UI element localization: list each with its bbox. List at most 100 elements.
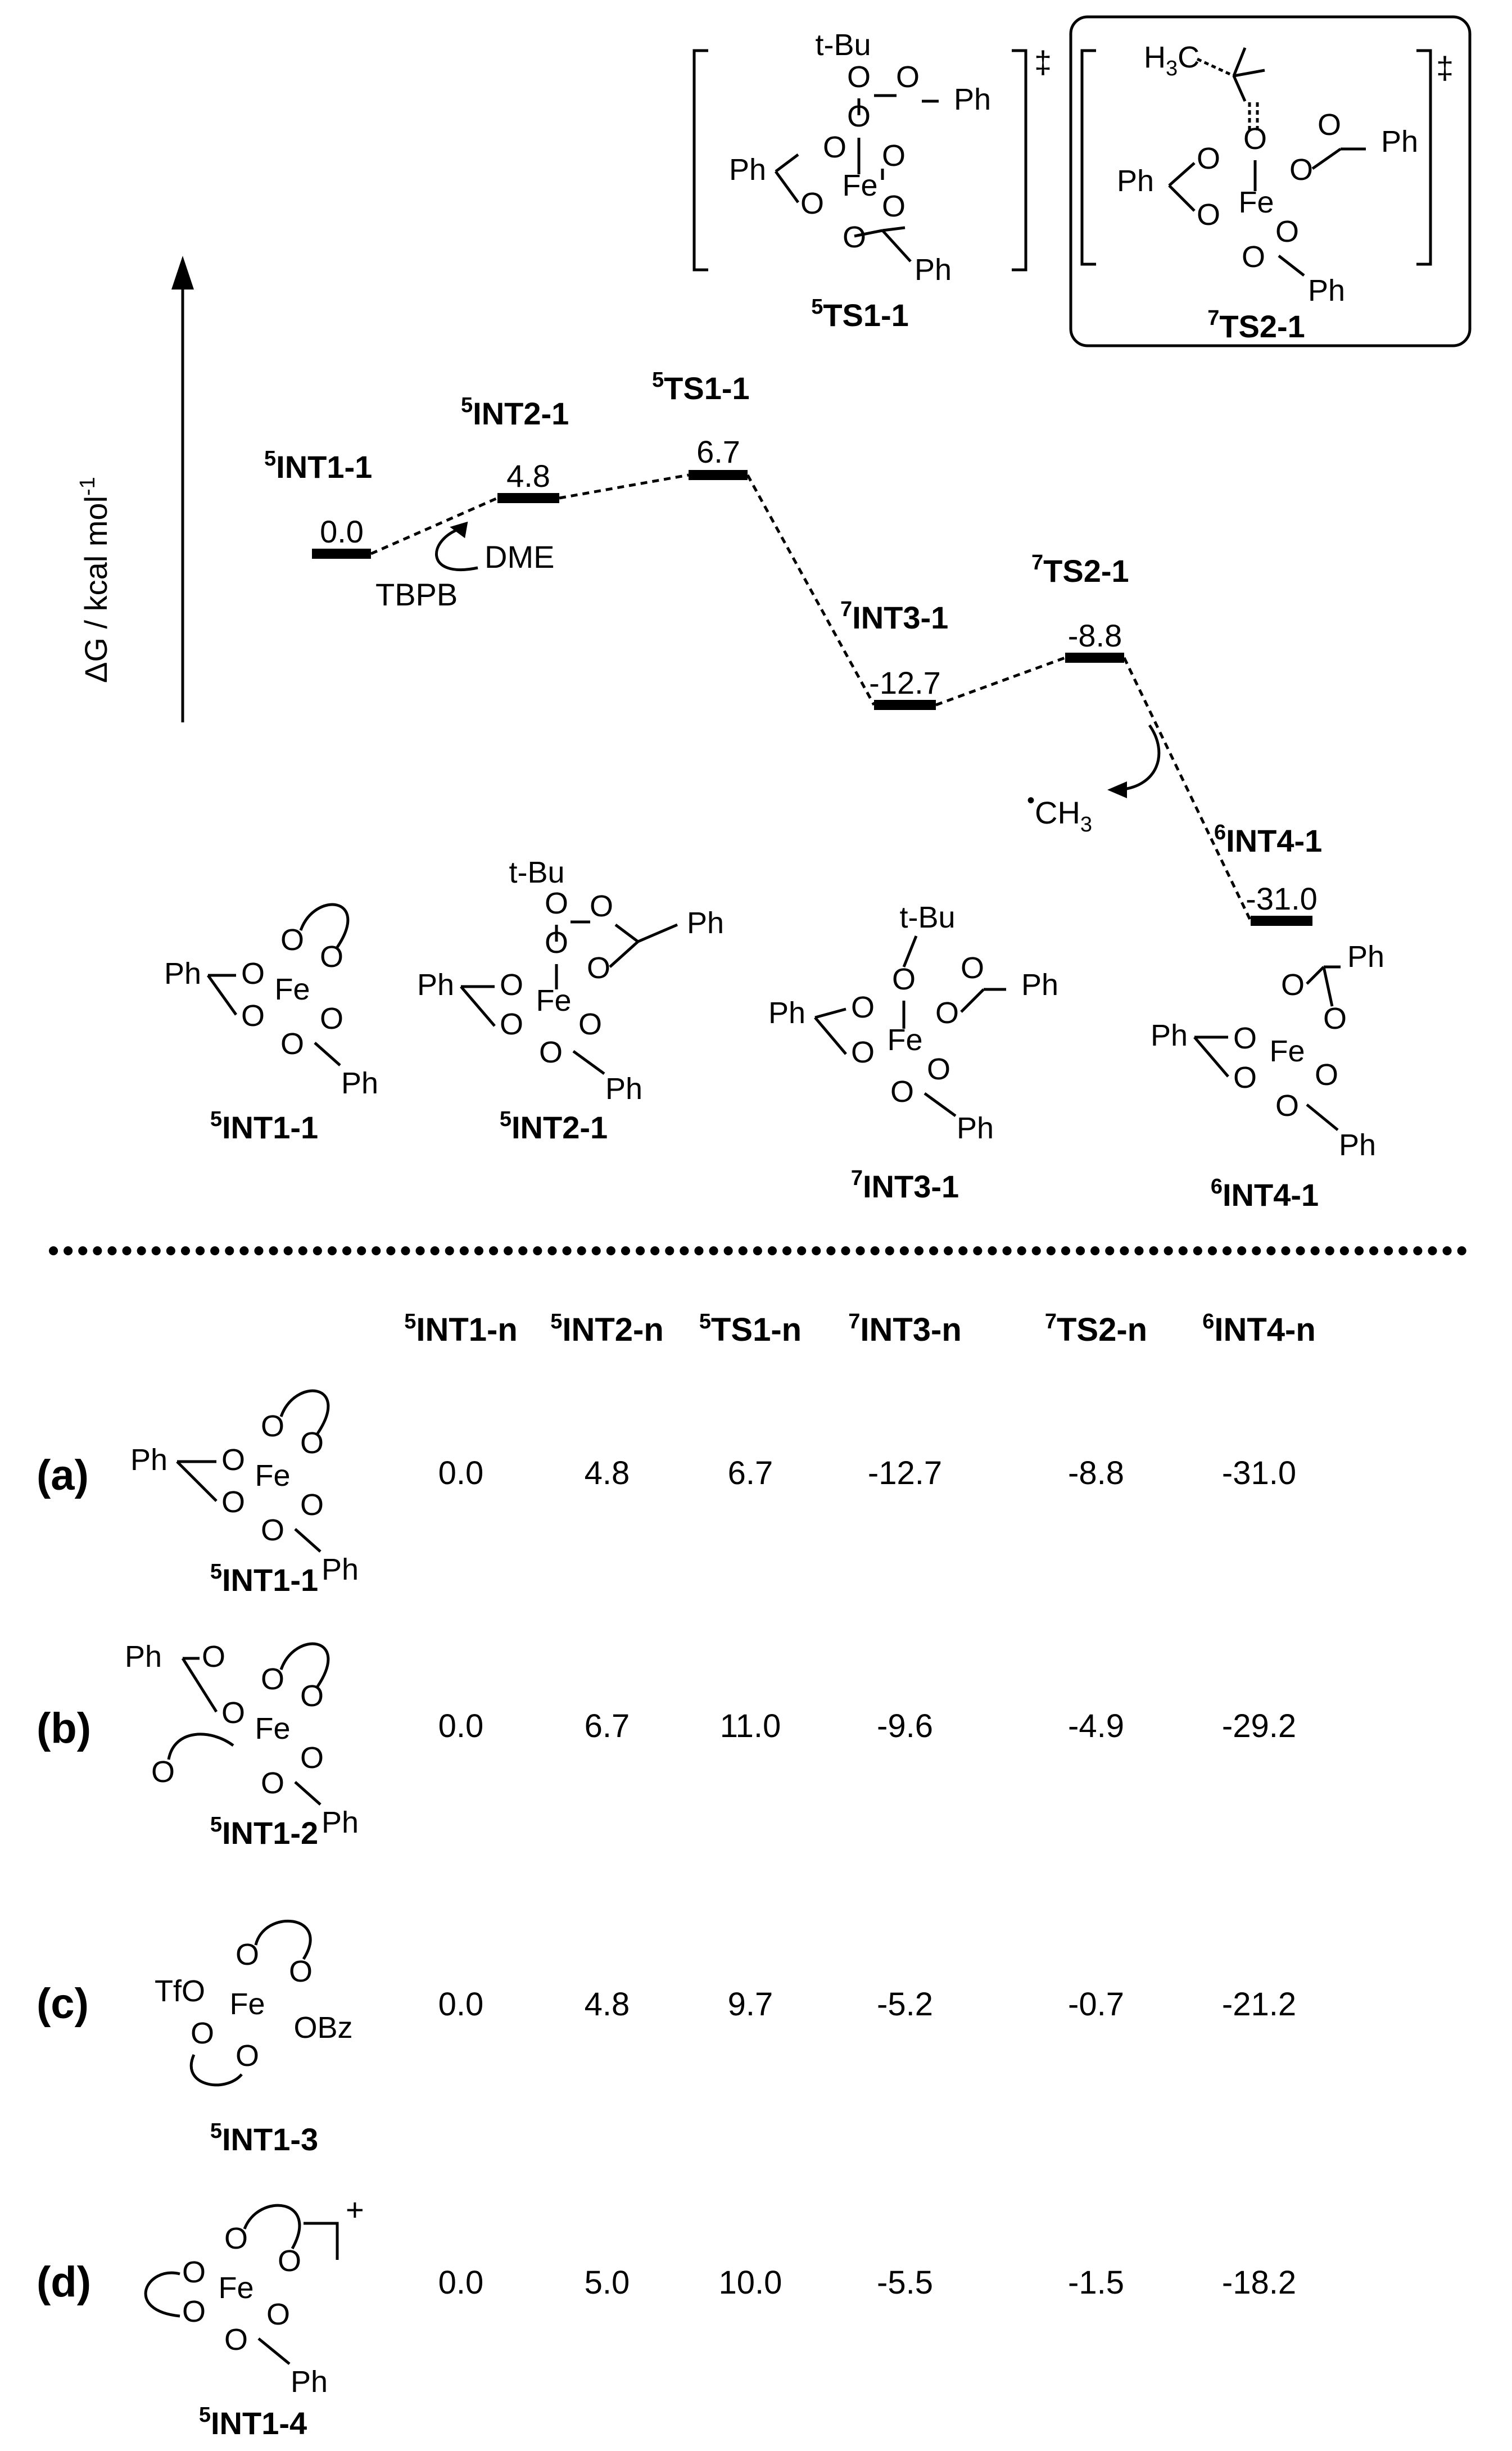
- svg-text:Ph: Ph: [954, 83, 991, 116]
- svg-text:Ph: Ph: [341, 1066, 378, 1100]
- svg-text:Ph: Ph: [687, 906, 724, 940]
- cell: 4.8: [585, 1455, 630, 1491]
- svg-text:O: O: [1233, 1021, 1257, 1055]
- ts1-caption: 5TS1-1: [811, 295, 909, 333]
- row-tag: (a): [37, 1451, 89, 1499]
- svg-text:O: O: [221, 1443, 245, 1477]
- svg-text:O: O: [280, 1027, 304, 1061]
- svg-text:O: O: [800, 187, 824, 220]
- int2-structure: Fe O O O O O O O O t-Bu Ph Ph Ph 5INT2-1: [417, 856, 724, 1145]
- cell: -8.8: [1068, 1455, 1124, 1491]
- cell: 6.7: [585, 1708, 630, 1744]
- label-int3: 7INT3-1: [840, 598, 948, 635]
- ts1-structure: ‡ Fe O O O O O O O O t-Bu Ph Ph Ph 5TS1-…: [692, 28, 1052, 333]
- table-row: (a) Fe O O O O O O Ph Ph 5INT1-1 0.0 4.8…: [37, 1389, 1296, 1598]
- cell: -0.7: [1068, 1986, 1124, 2023]
- header-int3: 7INT3-n: [848, 1310, 962, 1348]
- int1-structure: Fe O O O O O O Ph Ph 5INT1-1: [164, 903, 378, 1145]
- svg-text:O: O: [935, 996, 959, 1030]
- svg-text:Ph: Ph: [130, 1443, 168, 1477]
- svg-text:O: O: [241, 957, 265, 991]
- header-ts2: 7TS2-n: [1045, 1310, 1147, 1348]
- svg-text:Ph: Ph: [322, 1806, 359, 1839]
- svg-text:O: O: [182, 2295, 206, 2328]
- cell: 4.8: [585, 1986, 630, 2023]
- svg-text:Ph: Ph: [915, 253, 952, 287]
- cell: 0.0: [438, 1986, 484, 2023]
- int3-caption: 7INT3-1: [851, 1166, 959, 1204]
- cell: 0.0: [438, 1455, 484, 1491]
- svg-text:O: O: [927, 1052, 950, 1086]
- svg-text:Fe: Fe: [274, 973, 310, 1006]
- cell: -1.5: [1068, 2264, 1124, 2301]
- svg-text:O: O: [300, 1741, 324, 1775]
- label-int4: 6INT4-1: [1214, 821, 1322, 858]
- svg-text:O: O: [545, 887, 568, 920]
- svg-text:Ph: Ph: [1347, 940, 1384, 974]
- svg-text:Ph: Ph: [729, 153, 766, 187]
- svg-text:O: O: [1281, 968, 1305, 1002]
- svg-text:O: O: [1233, 1061, 1257, 1095]
- cell: -31.0: [1222, 1455, 1296, 1491]
- svg-text:‡: ‡: [1034, 44, 1052, 80]
- ts2-structure: ‡ Fe O O O O O O O Ph Ph Ph H3C 7TS2-1: [1069, 15, 1472, 347]
- svg-text:Fe: Fe: [536, 984, 571, 1018]
- ts2-caption: 7TS2-1: [1207, 306, 1305, 344]
- value-ts1: 6.7: [696, 434, 740, 469]
- row-complex: 5INT1-4: [199, 2403, 307, 2441]
- svg-text:Ph: Ph: [768, 996, 805, 1030]
- value-int1: 0.0: [320, 514, 364, 549]
- svg-text:O: O: [289, 1955, 313, 1988]
- svg-text:O: O: [191, 2016, 214, 2050]
- cell: -5.2: [877, 1986, 933, 2023]
- svg-text:Ph: Ph: [605, 1072, 642, 1106]
- row-tag: (c): [37, 1980, 89, 2028]
- ligand-exchange-arrow: TBPB DME: [375, 521, 554, 612]
- svg-text:TfO: TfO: [155, 1974, 205, 2008]
- svg-text:Ph: Ph: [291, 2365, 328, 2399]
- svg-text:Ph: Ph: [164, 957, 201, 991]
- svg-text:O: O: [1323, 1002, 1347, 1035]
- methyl-release-arrow: •CH3: [1027, 724, 1161, 836]
- svg-text:O: O: [151, 1755, 175, 1789]
- svg-text:O: O: [261, 1766, 284, 1800]
- svg-text:O: O: [1242, 240, 1265, 274]
- svg-text:O: O: [892, 962, 916, 996]
- svg-text:O: O: [851, 991, 875, 1024]
- int4-structure: Fe O O O O O O Ph Ph Ph 6INT4-1: [1151, 940, 1384, 1213]
- svg-text:Ph: Ph: [322, 1553, 359, 1586]
- svg-text:Fe: Fe: [1269, 1034, 1305, 1068]
- svg-text:O: O: [202, 1640, 225, 1674]
- svg-text:O: O: [261, 1513, 284, 1547]
- svg-text:Fe: Fe: [229, 1987, 265, 2021]
- svg-text:O: O: [221, 1485, 245, 1519]
- value-int2: 4.8: [506, 458, 550, 494]
- svg-text:O: O: [182, 2255, 206, 2289]
- cell: -12.7: [868, 1455, 942, 1491]
- table-row: (b) Fe O O O O O O O Ph Ph 5INT1-2 0.0 6…: [37, 1640, 1296, 1851]
- svg-text:t-Bu: t-Bu: [899, 901, 955, 934]
- cell: -18.2: [1222, 2264, 1296, 2301]
- svg-text:O: O: [590, 889, 613, 923]
- svg-text:OBz: OBz: [293, 2011, 352, 2045]
- svg-text:H3C: H3C: [1144, 40, 1199, 80]
- int4-caption: 6INT4-1: [1211, 1175, 1319, 1213]
- row-complex: 5INT1-1: [210, 1560, 318, 1598]
- svg-text:O: O: [847, 60, 871, 94]
- svg-text:O: O: [1289, 153, 1313, 187]
- header-int4: 6INT4-n: [1202, 1310, 1316, 1348]
- state-labels: 5INT1-1 5INT2-1 5TS1-1 7INT3-1 7TS2-1 6I…: [264, 368, 1322, 858]
- label-ts2: 7TS2-1: [1031, 551, 1129, 589]
- svg-text:Ph: Ph: [1381, 125, 1418, 159]
- svg-text:Ph: Ph: [417, 968, 454, 1002]
- svg-text:O: O: [823, 130, 846, 164]
- svg-text:O: O: [843, 220, 866, 254]
- svg-text:O: O: [241, 999, 265, 1033]
- cell: -5.5: [877, 2264, 933, 2301]
- svg-text:O: O: [1275, 215, 1299, 248]
- value-int3: -12.7: [869, 665, 941, 700]
- svg-text:O: O: [961, 951, 984, 985]
- header-ts1: 5TS1-n: [699, 1310, 802, 1348]
- svg-text:Ph: Ph: [957, 1111, 994, 1145]
- header-int1: 5INT1-n: [404, 1310, 518, 1348]
